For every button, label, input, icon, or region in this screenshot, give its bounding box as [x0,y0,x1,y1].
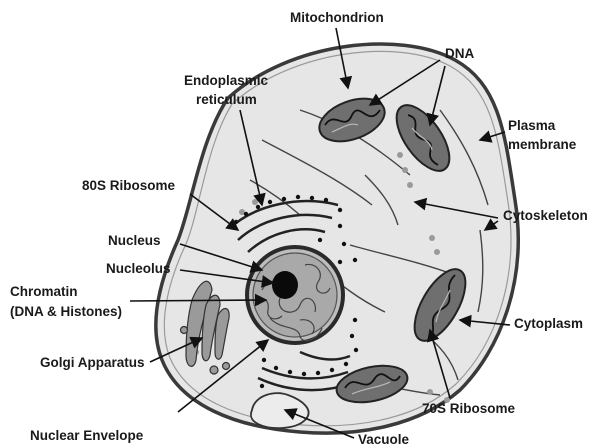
label-mitochondrion: Mitochondrion [290,10,384,25]
label-nucleolus: Nucleolus [106,261,171,276]
label-nucleus: Nucleus [108,233,161,248]
label-cytoplasm: Cytoplasm [514,316,583,331]
nucleolus-shape [272,271,298,299]
nucleus-inner-shape [253,253,337,337]
label-cytoskeleton: Cytoskeleton [503,208,588,223]
label-plasma-membrane-line2: membrane [508,137,577,152]
label-dna: DNA [445,46,474,61]
nucleus [247,247,343,343]
label-70s-ribosome: 70S Ribosome [422,401,516,416]
label-chromatin-line2: (DNA & Histones) [10,304,122,319]
label-vacuole: Vacuole [358,432,410,447]
label-er-line1: Endoplasmic [184,73,269,88]
label-golgi-apparatus: Golgi Apparatus [40,355,145,370]
label-80s-ribosome: 80S Ribosome [82,178,176,193]
label-nuclear-envelope: Nuclear Envelope [30,428,144,443]
label-chromatin-line1: Chromatin [10,284,78,299]
label-er-line2: reticulum [196,92,257,107]
label-plasma-membrane-line1: Plasma [508,118,556,133]
